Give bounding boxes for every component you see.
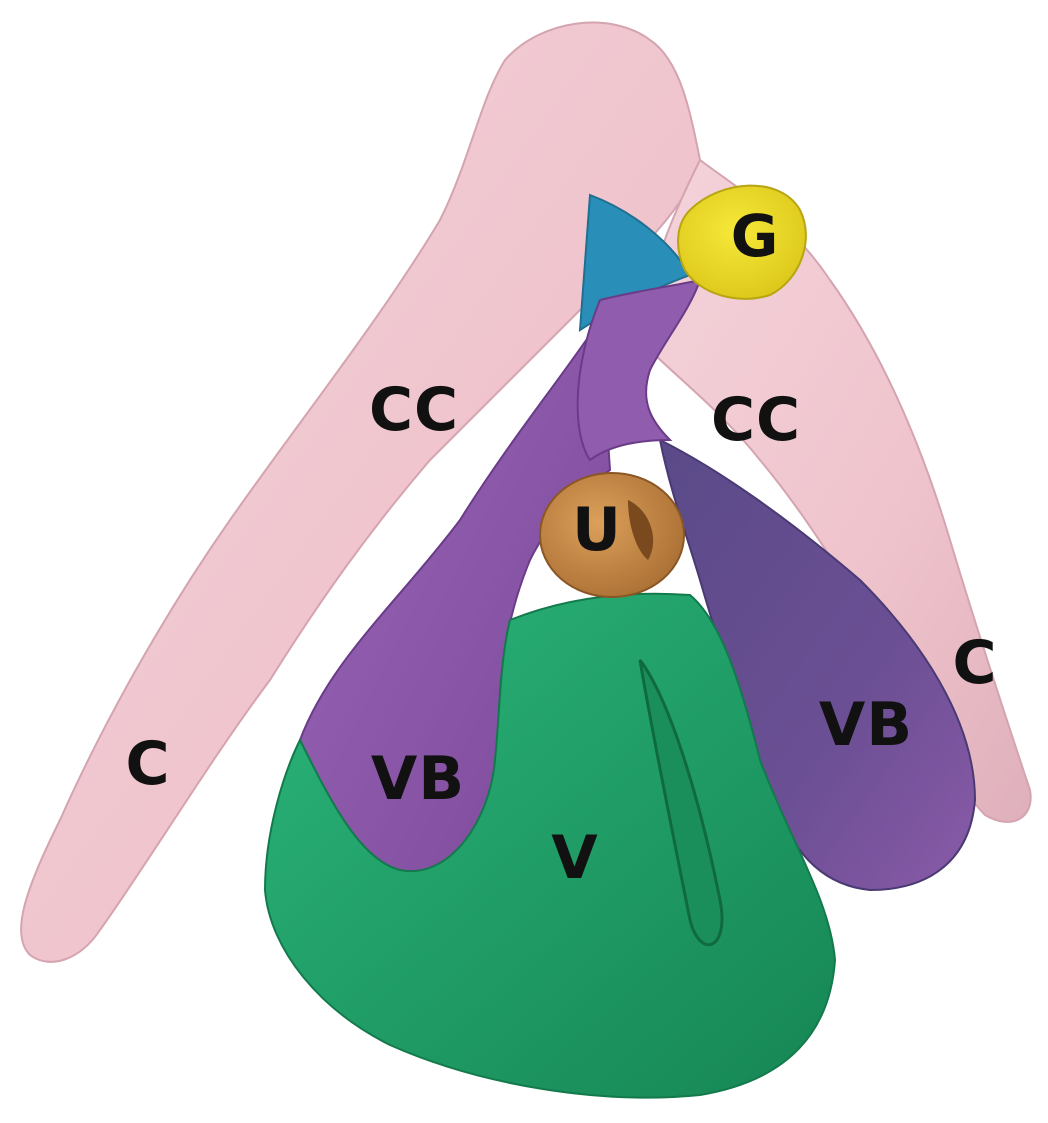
label-urethra: U <box>572 500 622 560</box>
label-corpus-cavernosum-right: CC <box>711 390 801 450</box>
label-crus-right: C <box>952 633 997 693</box>
label-corpus-cavernosum-left: CC <box>369 380 459 440</box>
label-crus-left: C <box>125 734 170 794</box>
label-glans: G <box>731 207 780 265</box>
label-vestibular-bulb-left: VB <box>371 749 465 809</box>
label-vagina: V <box>551 828 598 888</box>
label-vestibular-bulb-right: VB <box>819 695 913 755</box>
